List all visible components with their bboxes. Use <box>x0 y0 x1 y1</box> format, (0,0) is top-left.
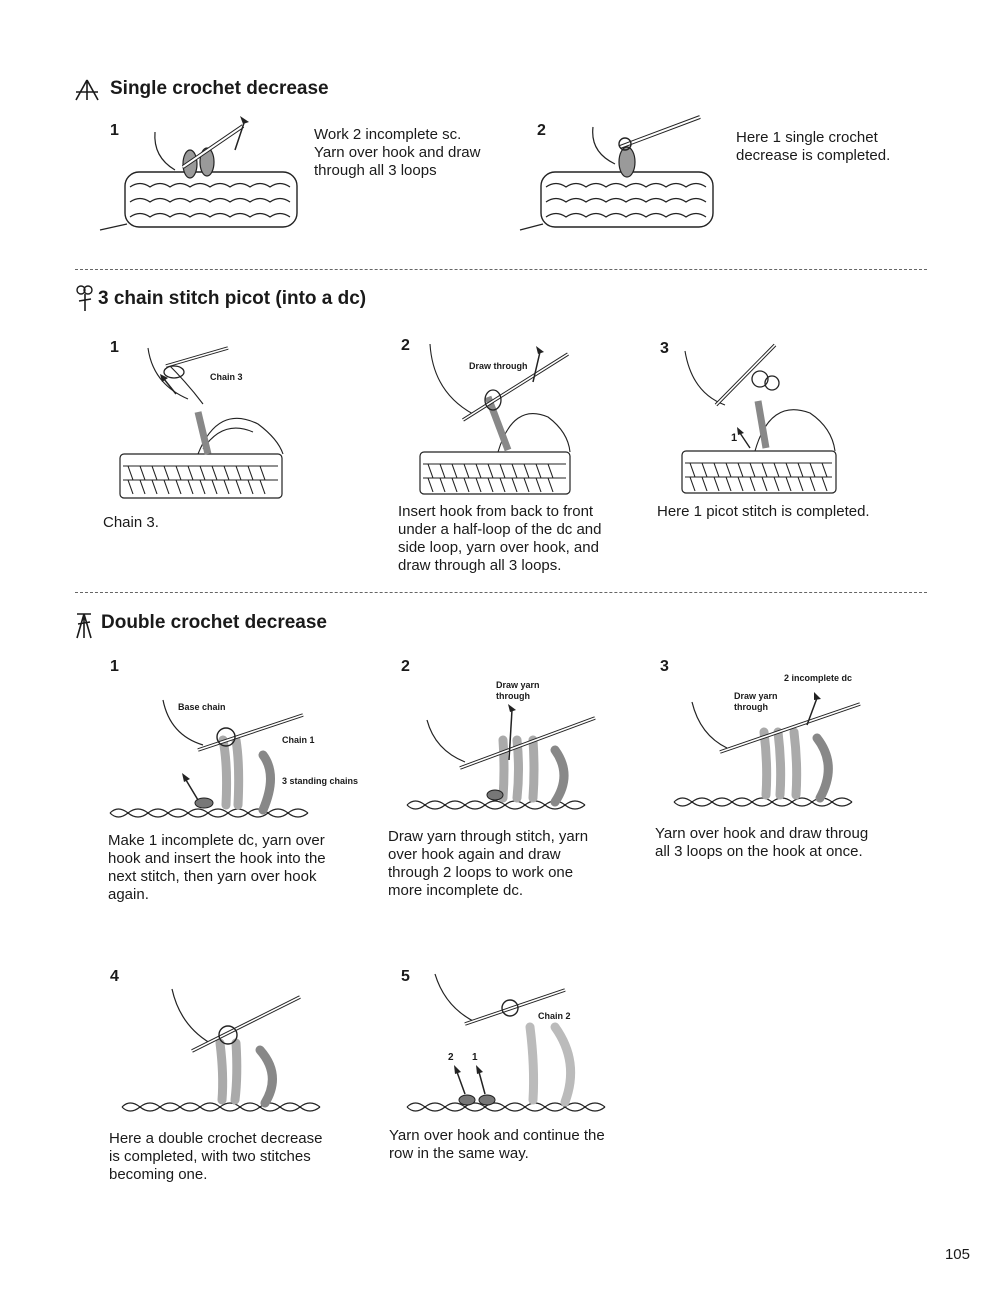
step-number: 3 <box>660 658 669 675</box>
step-caption: Make 1 incomplete dc, yarn over hook and… <box>108 832 326 903</box>
picot-step3-illustration <box>681 343 837 494</box>
dc-decrease-step3-illustration <box>673 692 861 807</box>
dc-decrease-step1-illustration <box>109 699 309 818</box>
step-caption: Yarn over hook and continue the row in t… <box>389 1127 605 1162</box>
section-title-dc-decrease: Double crochet decrease <box>101 612 327 633</box>
step-caption: Insert hook from back to front under a h… <box>398 503 602 574</box>
step-number: 3 <box>660 340 669 357</box>
page-number: 105 <box>944 1246 970 1263</box>
step-number: 2 <box>537 122 546 139</box>
dc-decrease-symbol <box>76 613 92 639</box>
illustration-label: Draw through <box>469 361 528 371</box>
picot-step1-illustration <box>119 346 284 499</box>
step-number: 5 <box>401 968 410 985</box>
illustration-label: 3 standing chains <box>282 776 359 786</box>
section-divider <box>75 269 927 270</box>
illustration-label: Draw yarn through <box>734 691 778 712</box>
step-number: 2 <box>401 658 410 675</box>
illustration-label: Chain 3 <box>210 372 243 382</box>
step-caption: Here 1 single crochet decrease is comple… <box>736 129 891 164</box>
dc-decrease-step4-illustration <box>121 988 321 1112</box>
step-number: 1 <box>110 122 119 139</box>
picot-step2-illustration <box>419 343 571 495</box>
illustration-label: Chain 1 <box>282 735 315 745</box>
step-caption: Here 1 picot stitch is completed. <box>657 503 870 520</box>
illustration-label: 2 incomplete dc <box>784 673 853 683</box>
step-number: 1 <box>110 658 119 675</box>
sc-decrease-step2-illustration <box>519 115 714 231</box>
step-number: 2 <box>401 337 410 354</box>
sc-decrease-step1-illustration <box>99 116 298 231</box>
step-number: 4 <box>110 968 119 985</box>
dc-decrease-step5-illustration <box>406 973 606 1112</box>
illustration-label: 1 <box>731 432 738 444</box>
illustration-label: Draw yarn through <box>496 680 540 701</box>
step-caption: Here a double crochet decrease is comple… <box>109 1130 323 1183</box>
section-title-picot: 3 chain stitch picot (into a dc) <box>98 288 367 309</box>
picot-symbol <box>76 285 93 311</box>
step-caption: Work 2 incomplete sc. Yarn over hook and… <box>314 126 481 179</box>
illustration-label: 2 <box>448 1052 454 1063</box>
illustration-label: Chain 2 <box>538 1011 571 1021</box>
step-caption: Yarn over hook and draw throug all 3 loo… <box>655 825 869 860</box>
section-divider <box>75 592 927 593</box>
illustration-label: 1 <box>472 1052 478 1063</box>
dc-decrease-step2-illustration <box>406 704 596 810</box>
illustration-label: Base chain <box>178 702 226 712</box>
step-caption: Draw yarn through stitch, yarn over hook… <box>388 828 589 899</box>
step-caption: Chain 3. <box>103 514 159 531</box>
step-number: 1 <box>110 339 119 356</box>
section-title-sc-decrease: Single crochet decrease <box>110 78 329 99</box>
sc-decrease-symbol <box>75 79 99 101</box>
